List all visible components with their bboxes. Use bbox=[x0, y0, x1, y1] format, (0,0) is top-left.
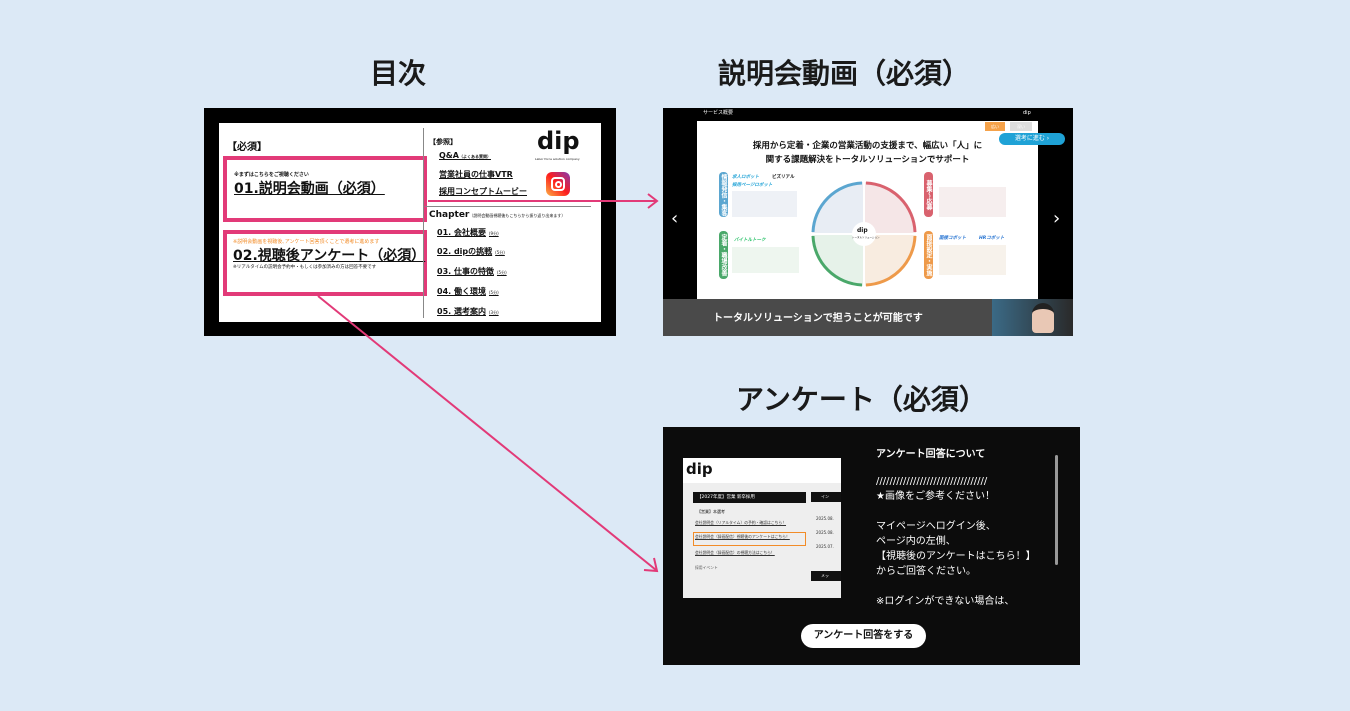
brand: HRコボット bbox=[979, 236, 1005, 241]
info-list bbox=[732, 191, 797, 217]
video-dip-logo: dip bbox=[1023, 110, 1031, 116]
screenshot-tab: メッ bbox=[811, 571, 841, 581]
heading-survey: アンケート（必須） bbox=[736, 383, 987, 416]
item2-title[interactable]: 02.視聴後アンケート（必須） bbox=[233, 248, 426, 264]
slide: 広い 深い 採用から定着・企業の営業活動の支援まで、幅広い「人」に関する課題解決… bbox=[697, 121, 1038, 300]
brand: ビズリアル bbox=[772, 175, 795, 180]
screenshot-tab: イン bbox=[811, 492, 841, 502]
item1-box[interactable]: ※まずはこちらをご視聴ください 01.説明会動画（必須） bbox=[223, 156, 427, 222]
info-list bbox=[939, 245, 1006, 275]
info-list bbox=[732, 247, 799, 273]
arrow-to-survey bbox=[317, 295, 657, 571]
caption-bar: トータルソリューションで担うことが可能です bbox=[663, 299, 1073, 336]
popup-line: からご回答ください。 bbox=[876, 566, 976, 577]
mypage-screenshot: dip 【2027年度】営業 新卒採用 【営業】本選考 会社説明会（リアルタイム… bbox=[683, 458, 841, 598]
slide-title: 採用から定着・企業の営業活動の支援まで、幅広い「人」に関する課題解決をトータルソ… bbox=[752, 141, 983, 165]
item1-title[interactable]: 01.説明会動画（必須） bbox=[234, 181, 385, 197]
next-step-button[interactable]: 選考に進む › bbox=[999, 133, 1065, 145]
screenshot-link-highlighted: 会社説明会（録画配信）視聴後のアンケートはこちら！ bbox=[693, 532, 806, 546]
brand: 求人ロボット bbox=[732, 175, 759, 180]
presenter-video bbox=[992, 299, 1073, 336]
item2-note: ※説明会動画を視聴後､アンケート回答頂くことで選考に進めます bbox=[233, 239, 380, 245]
link-qa[interactable]: Q&A（よくある質問） bbox=[439, 151, 491, 160]
brand: バイトルトーク bbox=[734, 238, 766, 243]
item2-box[interactable]: ※説明会動画を視聴後､アンケート回答頂くことで選考に進めます 02.視聴後アンケ… bbox=[223, 230, 427, 296]
tab-deep[interactable]: 深い bbox=[1010, 122, 1032, 131]
popup-line: ///////////////////////////////// bbox=[876, 476, 988, 487]
popup-title: アンケート回答について bbox=[876, 449, 986, 460]
chapter-5[interactable]: 05. 選考案内(3分) bbox=[437, 307, 499, 316]
caption-text: トータルソリューションで担うことが可能です bbox=[713, 313, 923, 324]
required-label: 【必須】 bbox=[227, 142, 267, 153]
screenshot-logo: dip bbox=[686, 460, 713, 478]
screenshot-link: 会社説明会（録画配信）の視聴方法はこちら！ bbox=[695, 550, 775, 555]
video-player[interactable]: サービス概要 dip 広い 深い 採用から定着・企業の営業活動の支援まで、幅広い… bbox=[663, 108, 1073, 336]
toc-slide: 【必須】 ※まずはこちらをご視聴ください 01.説明会動画（必須） ※説明会動画… bbox=[219, 123, 601, 322]
popup-line: ※ログインができない場合は、 bbox=[876, 596, 1015, 607]
quadrant-label: 定着・職場改善 bbox=[719, 231, 728, 279]
quadrant-label: 面接設定・実施 bbox=[924, 231, 933, 279]
item2-sub: ※リアルタイムの説明会予約中・もしくは参加済みの方は回答不要です bbox=[233, 265, 377, 270]
popup-line: ページ内の左側、 bbox=[876, 536, 956, 547]
popup-scrollbar[interactable] bbox=[1055, 455, 1058, 565]
popup-line: マイページへログイン後、 bbox=[876, 521, 996, 532]
info-list bbox=[939, 187, 1006, 217]
screenshot-link: 会社説明会（リアルタイム）の予約・確認はこちら！ bbox=[695, 520, 787, 525]
answer-survey-button[interactable]: アンケート回答をする bbox=[801, 624, 926, 648]
section-label: サービス概要 bbox=[703, 110, 734, 116]
chevron-right-icon[interactable]: › bbox=[1053, 208, 1061, 229]
instagram-icon[interactable] bbox=[546, 172, 570, 196]
quadrant-label: 募集〜応募 bbox=[924, 172, 933, 217]
survey-panel: dip 【2027年度】営業 新卒採用 【営業】本選考 会社説明会（リアルタイム… bbox=[663, 427, 1080, 665]
link-vtr[interactable]: 営業社員の仕事VTR bbox=[439, 170, 513, 179]
screenshot-header: 【2027年度】営業 新卒採用 bbox=[693, 492, 806, 503]
tab-wide[interactable]: 広い bbox=[985, 122, 1005, 131]
screenshot-events: 採用イベント bbox=[695, 565, 718, 570]
chapter-2[interactable]: 02. dipの挑戦(5分) bbox=[437, 247, 505, 256]
quadrant-label: 情報発信・集客 bbox=[719, 172, 728, 217]
toc-panel: 【必須】 ※まずはこちらをご視聴ください 01.説明会動画（必須） ※説明会動画… bbox=[204, 108, 616, 336]
chapter-4[interactable]: 04. 働く環境(5分) bbox=[437, 287, 499, 296]
chapter-heading: Chapter（説明会動画視聴後もこちらから振り返り出来ます） bbox=[429, 210, 566, 220]
screenshot-section: 【営業】本選考 bbox=[697, 509, 725, 514]
reference-label: 【参照】 bbox=[429, 138, 457, 146]
screenshot-dates: 2025.08.2025.08.2025.07. bbox=[816, 516, 834, 549]
divider bbox=[423, 128, 424, 318]
center-sub: トータルソリューション bbox=[852, 236, 880, 239]
dip-logo: dip bbox=[537, 127, 580, 155]
brand: 面接コボット bbox=[939, 236, 966, 241]
popup-line: ★画像をご参考ください！ bbox=[876, 491, 995, 502]
chapter-divider bbox=[425, 206, 591, 207]
item1-note: ※まずはこちらをご視聴ください bbox=[234, 172, 309, 178]
survey-info-popup: アンケート回答について ////////////////////////////… bbox=[876, 447, 1046, 617]
heading-video: 説明会動画（必須） bbox=[718, 57, 971, 90]
solution-cycle-diagram bbox=[811, 181, 917, 287]
link-concept-movie[interactable]: 採用コンセプトムービー bbox=[439, 187, 527, 196]
popup-line: 【視聴後のアンケートはこちら！】 bbox=[876, 551, 1036, 562]
heading-toc: 目次 bbox=[370, 57, 427, 90]
chevron-left-icon[interactable]: ‹ bbox=[671, 208, 679, 229]
center-logo: dip bbox=[857, 227, 868, 234]
brand: 採用ページロボット bbox=[732, 183, 773, 188]
chapter-1[interactable]: 01. 会社概要(9分) bbox=[437, 228, 499, 237]
logo-tagline: Labor force solution company bbox=[535, 157, 580, 161]
chapter-3[interactable]: 03. 仕事の特徴(5分) bbox=[437, 267, 507, 276]
